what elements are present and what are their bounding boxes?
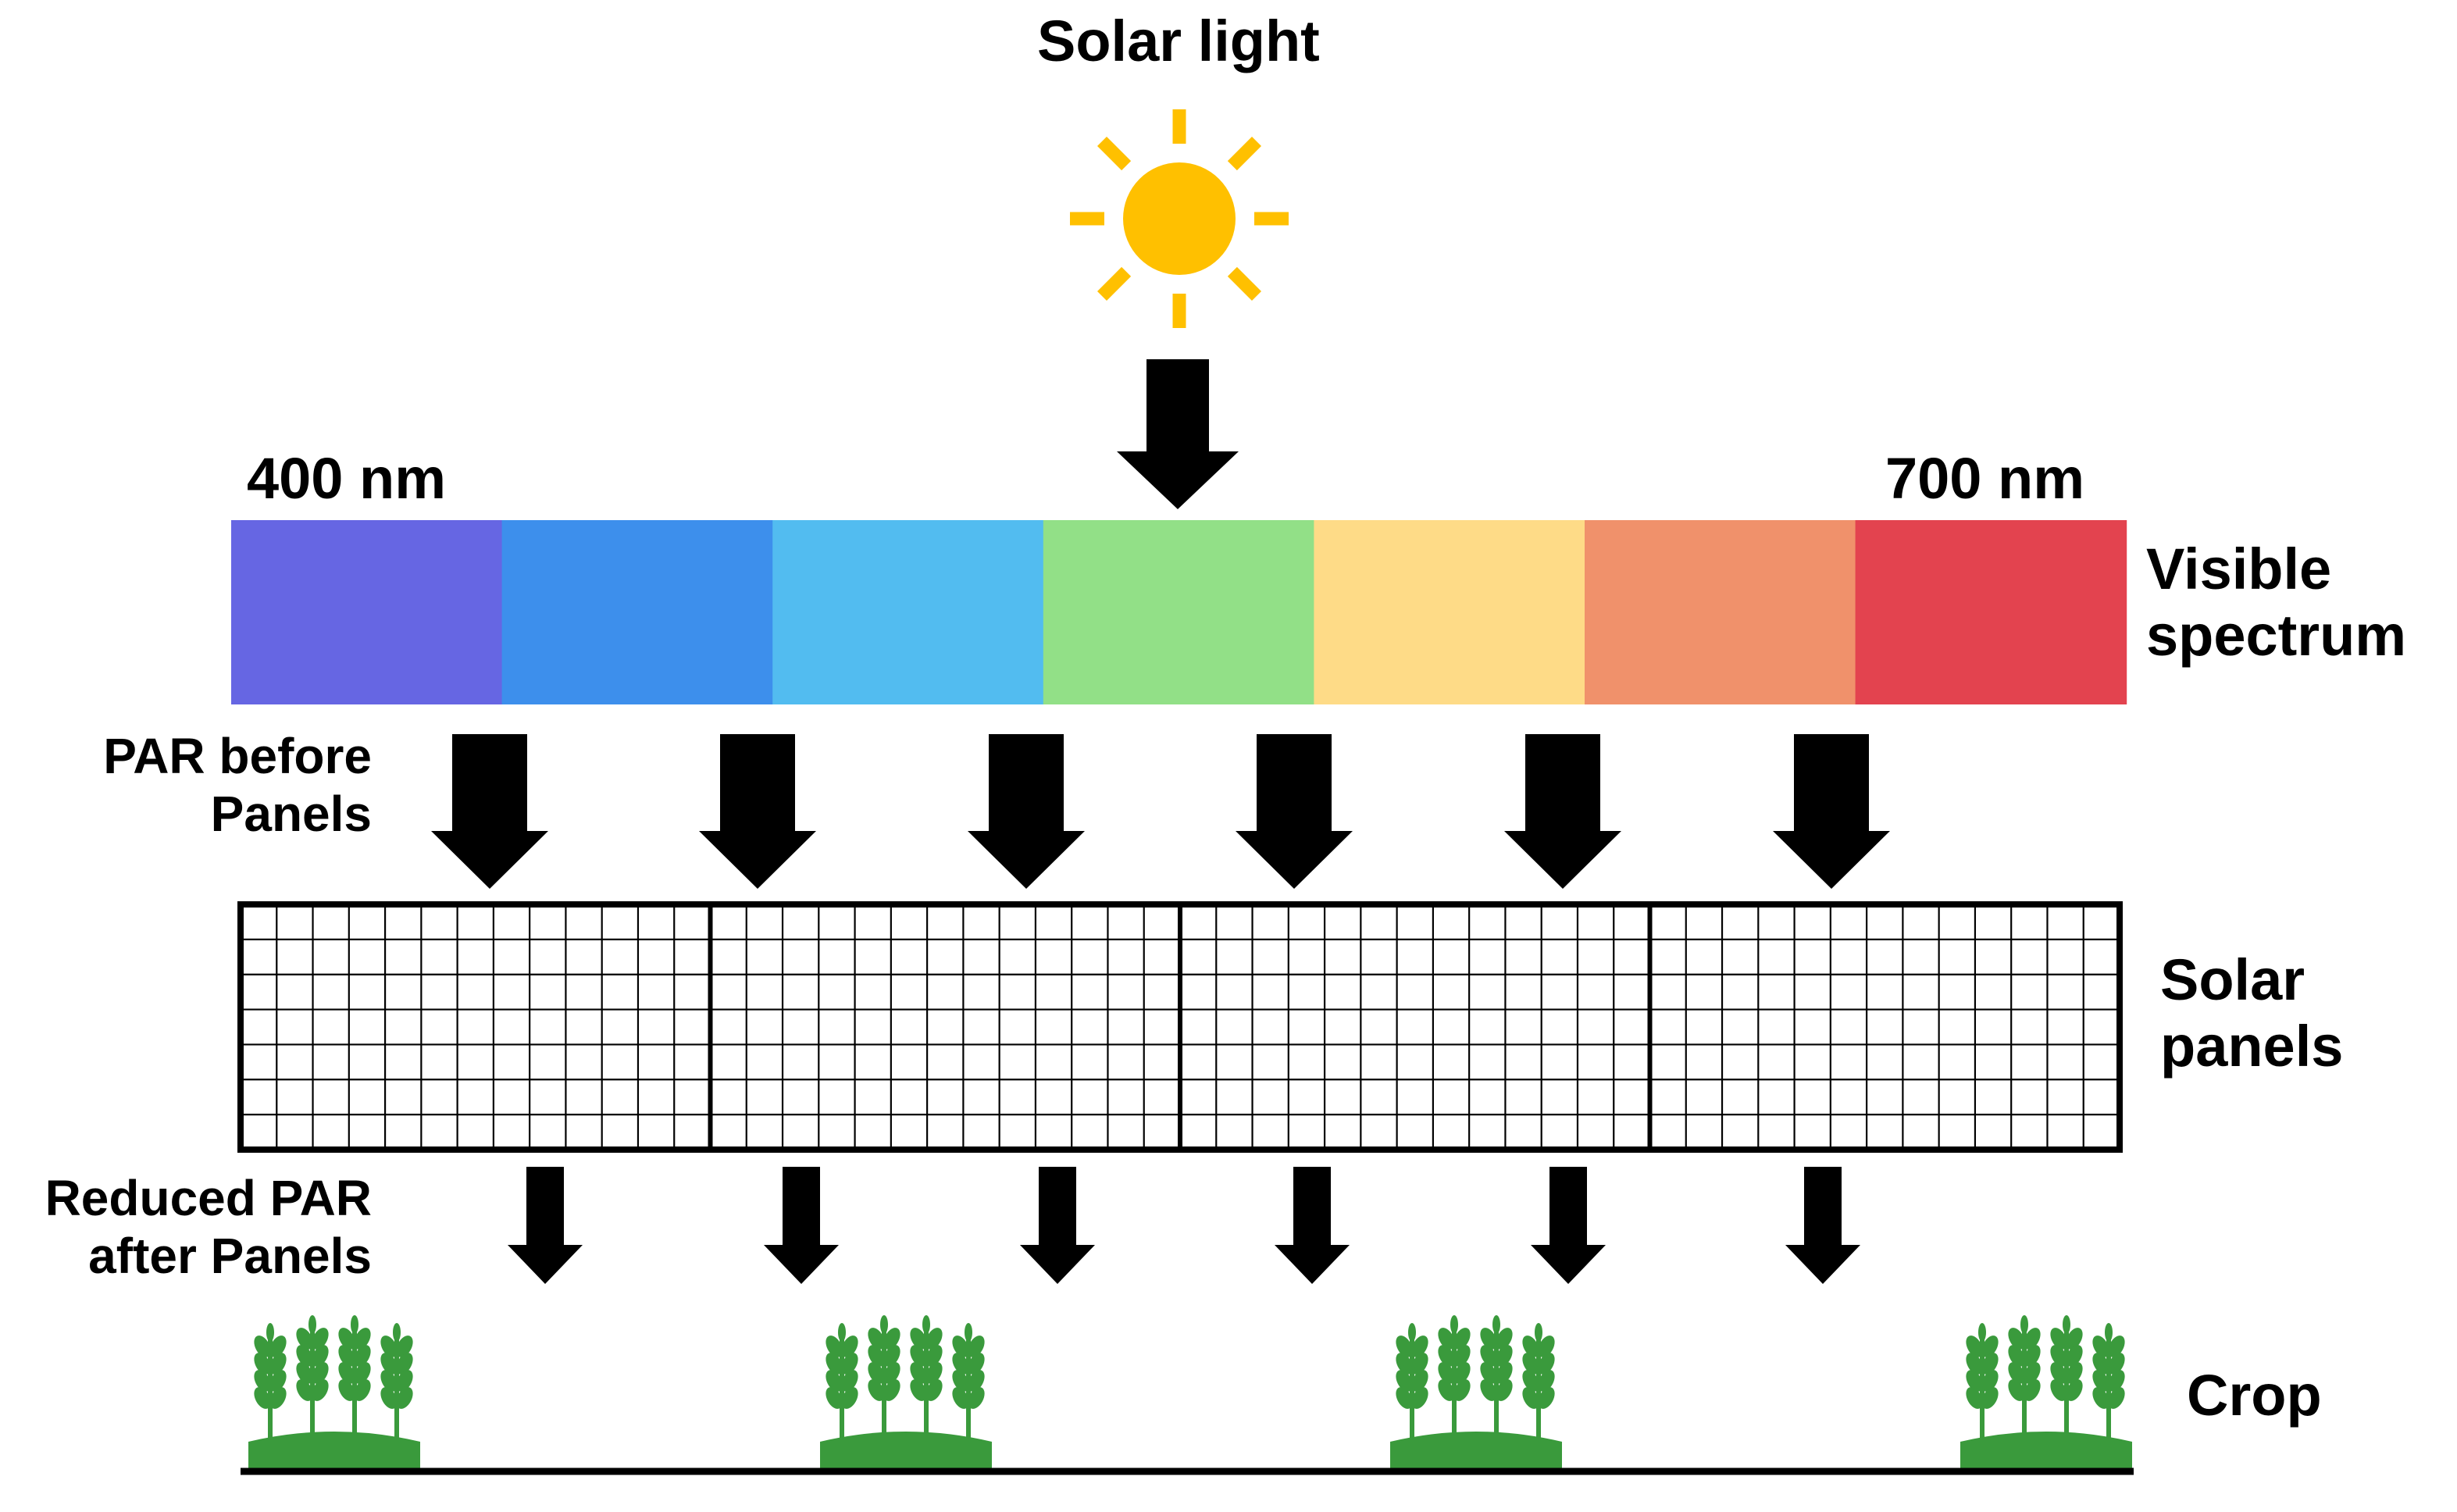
par-after-label-line1: Reduced PAR: [45, 1170, 372, 1226]
down-arrow-icon: [1773, 734, 1890, 889]
down-arrow-icon: [1275, 1167, 1350, 1284]
sun-ray: [1097, 266, 1132, 301]
solar-panels-frame: [237, 901, 2123, 1153]
wheat-icon: [1960, 1315, 2132, 1468]
range-end-label: 700 nm: [1885, 446, 2085, 511]
par-after-label-line2: after Panels: [88, 1227, 372, 1284]
range-start-label: 400 nm: [247, 446, 447, 511]
par-before-arrows: [431, 734, 1890, 889]
down-arrow-icon: [1236, 734, 1353, 889]
solar-panels-label-line1: Solar: [2160, 947, 2305, 1012]
wheat-icon: [1390, 1315, 1562, 1468]
spectrum-band: [1314, 520, 1585, 704]
par-before-label-line2: Panels: [210, 785, 372, 842]
down-arrow-icon: [1020, 1167, 1095, 1284]
solar-panels: [237, 901, 2123, 1153]
par-after-label: Reduced PAR after Panels: [45, 1170, 372, 1285]
down-arrow-icon: [508, 1167, 583, 1284]
down-arrow-icon: [699, 734, 816, 889]
spectrum-band: [501, 520, 774, 704]
down-arrow-icon: [1504, 734, 1621, 889]
spectrum-band: [231, 520, 503, 704]
visible-spectrum-label: Visible spectrum: [2146, 536, 2406, 669]
title-label: Solar light: [1037, 9, 1320, 73]
down-arrow-icon: [1785, 1167, 1860, 1284]
sun-ray: [1097, 136, 1132, 171]
visible-spectrum-label-line2: spectrum: [2146, 603, 2407, 669]
sun-ray: [1227, 266, 1262, 301]
par-before-label-line1: PAR before: [103, 728, 372, 784]
down-arrow-icon: [1117, 359, 1239, 509]
par-before-label: PAR before Panels: [103, 728, 372, 843]
par-after-arrows: [508, 1167, 1860, 1284]
solar-panels-label: Solar panels: [2160, 947, 2343, 1079]
down-arrow-icon: [764, 1167, 839, 1284]
crops: [248, 1315, 2132, 1468]
sun-icon: [1070, 109, 1289, 328]
solar-panel: [1178, 902, 1653, 1152]
solar-panels-label-line2: panels: [2160, 1014, 2344, 1079]
solar-panel: [1647, 902, 2122, 1152]
visible-spectrum-bar: [231, 520, 2127, 704]
sun-ray: [1227, 136, 1262, 171]
down-arrow-icon: [1531, 1167, 1606, 1284]
spectrum-band: [1585, 520, 1856, 704]
down-arrow-icon: [968, 734, 1085, 889]
spectrum-band: [772, 520, 1044, 704]
incoming-light-arrow: [1117, 359, 1239, 509]
visible-spectrum-label-line1: Visible: [2146, 537, 2332, 601]
spectrum-band: [1855, 520, 2127, 704]
wheat-icon: [248, 1315, 420, 1468]
wheat-icon: [820, 1315, 992, 1468]
sun-disc: [1123, 162, 1236, 275]
solar-panel: [238, 902, 713, 1152]
down-arrow-icon: [431, 734, 548, 889]
spectrum-band: [1043, 520, 1315, 704]
solar-panel: [708, 902, 1182, 1152]
crop-label: Crop: [2187, 1363, 2322, 1428]
